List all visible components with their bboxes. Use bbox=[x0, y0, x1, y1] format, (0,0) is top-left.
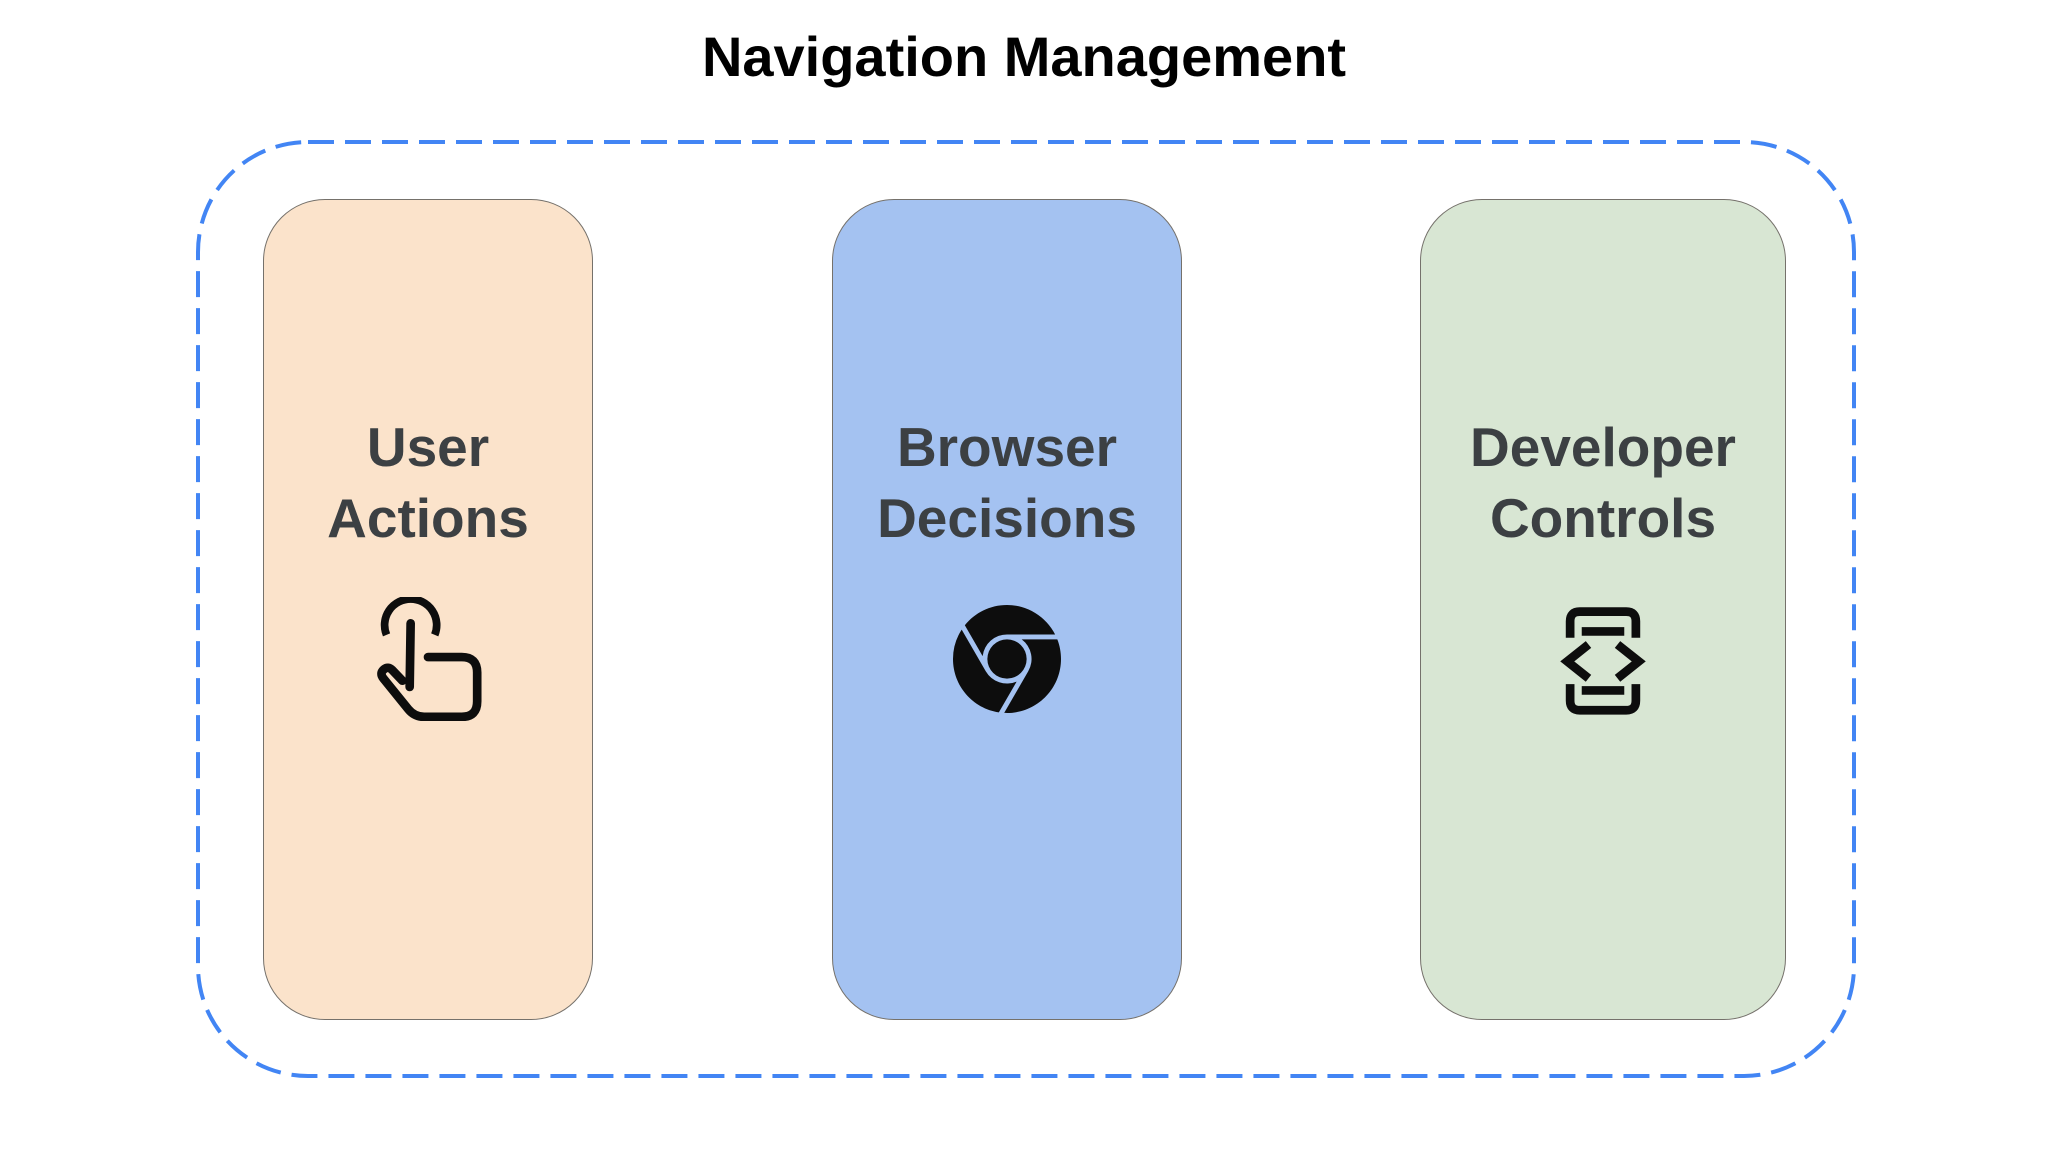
card-label-line-1: Browser bbox=[896, 416, 1118, 478]
card-developer-controls: Developer Controls bbox=[1420, 199, 1786, 1020]
card-label-line-2: Controls bbox=[1489, 487, 1717, 549]
card-browser-decisions: Browser Decisions bbox=[832, 199, 1182, 1020]
chrome-icon bbox=[953, 596, 1061, 722]
card-browser-decisions-label: Browser Decisions bbox=[877, 412, 1137, 554]
card-user-actions: User Actions bbox=[263, 199, 593, 1020]
card-label-line-1: User bbox=[366, 416, 490, 478]
card-label-line-2: Actions bbox=[327, 487, 529, 549]
card-label-line-2: Decisions bbox=[877, 487, 1137, 549]
group-boundary-dashed-border bbox=[196, 140, 1856, 1078]
card-developer-controls-label: Developer Controls bbox=[1470, 412, 1736, 554]
card-user-actions-label: User Actions bbox=[327, 412, 529, 554]
touch-gesture-icon bbox=[374, 596, 482, 722]
card-label-line-1: Developer bbox=[1470, 416, 1736, 478]
diagram-title: Navigation Management bbox=[701, 25, 1347, 88]
developer-mode-icon bbox=[1559, 596, 1647, 722]
